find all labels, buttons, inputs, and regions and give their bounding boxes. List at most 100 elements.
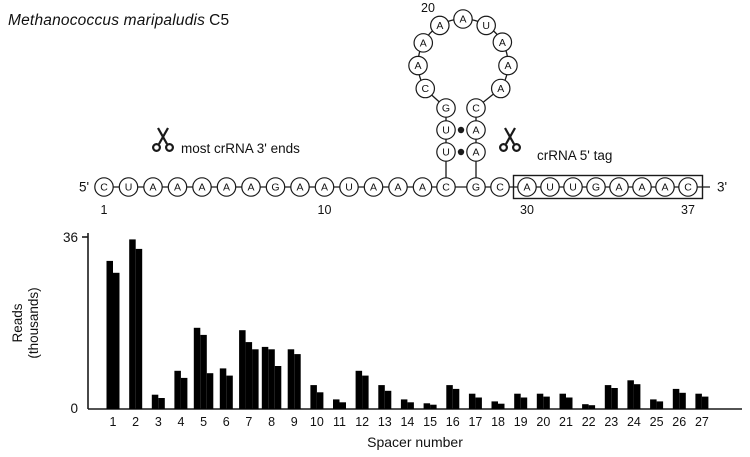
- bar-group: [695, 393, 709, 409]
- x-tick-label: 16: [446, 415, 460, 429]
- bar-group: [151, 394, 165, 409]
- scissors-handle: [511, 143, 521, 153]
- bar-group: [239, 330, 259, 409]
- nucleotide: [490, 177, 510, 197]
- bar: [672, 388, 680, 409]
- x-tick-label: 10: [310, 415, 324, 429]
- bar: [498, 403, 505, 409]
- nucleotide-letter: A: [223, 182, 230, 194]
- bar: [113, 272, 120, 409]
- nucleotide: [430, 15, 450, 36]
- bar: [200, 334, 207, 409]
- bar-group: [106, 260, 120, 409]
- nucleotide: [388, 177, 408, 197]
- x-tick-label: 12: [355, 415, 369, 429]
- nucleotide: [339, 177, 359, 197]
- x-tick-label: 23: [604, 415, 618, 429]
- y-tick-label: 0: [70, 401, 78, 416]
- nucleotide-letter: A: [497, 83, 504, 95]
- scissors-blade: [158, 127, 169, 145]
- nucleotide: [476, 15, 496, 36]
- bar: [656, 401, 664, 409]
- nucleotide-letter: A: [523, 182, 530, 194]
- bar: [362, 375, 369, 409]
- nucleotide-letter: U: [442, 147, 450, 159]
- x-tick-label: 5: [200, 415, 207, 429]
- bar: [536, 393, 544, 409]
- bar: [339, 402, 346, 409]
- nucleotide-letter: A: [321, 182, 328, 194]
- x-tick-label: 22: [582, 415, 596, 429]
- nucleotide: [586, 177, 606, 197]
- bar: [446, 385, 453, 409]
- bar: [261, 346, 269, 409]
- bar-group: [400, 399, 414, 409]
- nucleotide: [540, 177, 560, 197]
- position-label: 20: [421, 1, 435, 15]
- nucleotide: [363, 177, 384, 197]
- nucleotide-letter: A: [394, 182, 401, 194]
- nucleotide-letter: A: [247, 182, 254, 194]
- bar-group: [261, 346, 282, 409]
- nucleotide: [167, 177, 188, 197]
- bar: [245, 342, 253, 409]
- x-tick-label: 19: [514, 415, 528, 429]
- bar: [226, 375, 233, 409]
- nucleotide: [466, 142, 486, 162]
- bar-group: [219, 368, 233, 409]
- bar: [174, 370, 181, 409]
- nucleotide: [118, 177, 139, 197]
- bar: [650, 399, 657, 409]
- nucleotide: [265, 177, 286, 197]
- bar-group: [536, 393, 550, 409]
- nucleotide-letter: A: [149, 182, 156, 194]
- bar-group: [468, 393, 482, 409]
- bar: [316, 392, 324, 409]
- bar: [566, 397, 573, 409]
- bar-group: [423, 403, 437, 409]
- nucleotide-letter: U: [569, 182, 577, 194]
- bar-group: [355, 370, 369, 409]
- nucleotide-letter: C: [421, 83, 429, 95]
- x-tick-label: 2: [132, 415, 139, 429]
- bar: [219, 368, 227, 409]
- bar-group: [604, 385, 618, 409]
- x-tick-label: 1: [110, 415, 117, 429]
- nucleotide-letter: A: [296, 182, 303, 194]
- nucleotide: [436, 142, 456, 162]
- nucleotide: [466, 177, 486, 197]
- nucleotide-letter: C: [100, 182, 108, 194]
- nucleotide-letter: C: [496, 182, 504, 194]
- nucleotide-letter: U: [546, 182, 554, 194]
- bar: [627, 380, 634, 409]
- nucleotide-letter: U: [345, 182, 353, 194]
- x-tick-label: 26: [672, 415, 686, 429]
- nucleotide-letter: A: [472, 125, 479, 137]
- bar-group: [514, 393, 528, 409]
- bar: [604, 385, 612, 409]
- bar: [206, 373, 214, 409]
- bar: [475, 397, 482, 409]
- nucleotide: [143, 177, 163, 197]
- position-label: 37: [681, 203, 695, 217]
- bar: [239, 330, 246, 409]
- x-axis-title: Spacer number: [367, 434, 463, 450]
- x-tick-label: 15: [423, 415, 437, 429]
- nucleotide-letter: A: [198, 182, 205, 194]
- bar: [294, 354, 301, 409]
- bar: [274, 366, 282, 409]
- bar-group: [650, 399, 664, 409]
- tag-label: crRNA 5' tag: [537, 148, 612, 163]
- nucleotide: [192, 177, 212, 197]
- nucleotide-letter: U: [442, 125, 450, 137]
- nucleotide-letter: A: [615, 182, 622, 194]
- nucleotide: [563, 177, 583, 197]
- x-tick-label: 24: [627, 415, 641, 429]
- tag-box: [512, 174, 704, 200]
- bar: [252, 349, 259, 409]
- bar: [129, 239, 136, 409]
